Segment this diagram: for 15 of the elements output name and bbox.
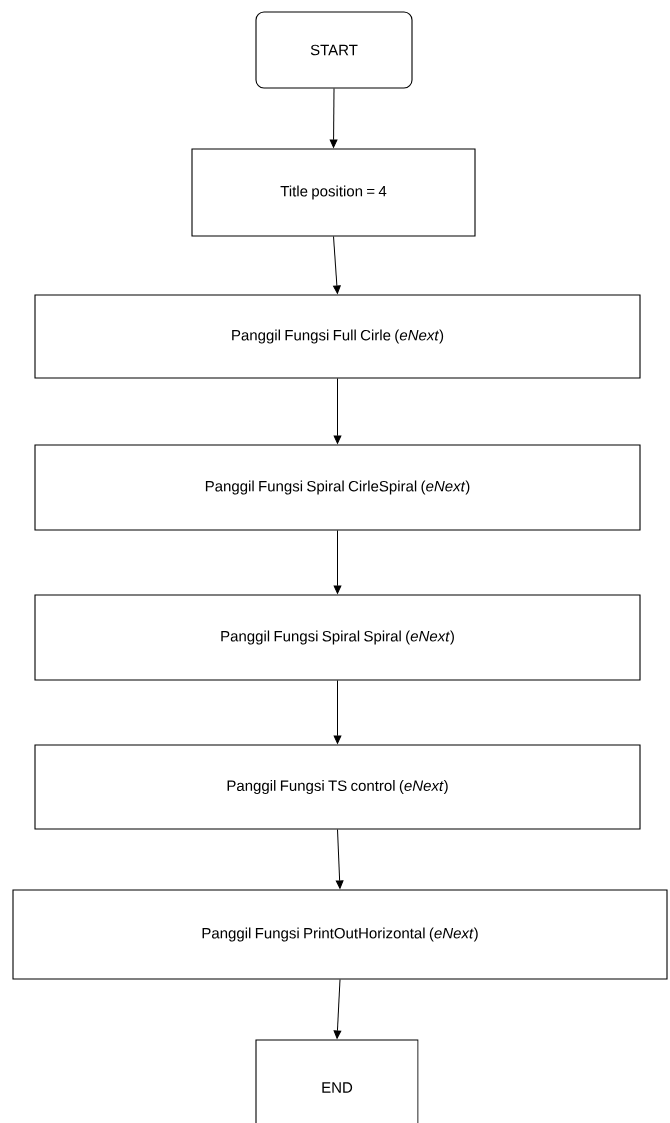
- arrow: [333, 979, 342, 1039]
- arrow: [333, 680, 342, 744]
- start-box: START: [255, 11, 413, 89]
- arrow: [335, 829, 344, 889]
- arrow: [333, 378, 342, 444]
- process-box: Panggil Fungsi PrintOutHorizontal (eNext): [12, 889, 668, 980]
- arrow: [333, 530, 342, 594]
- process-box: Panggil Fungsi Spiral Spiral (eNext): [34, 594, 641, 681]
- process-box: Panggil Fungsi TS control (eNext): [34, 744, 641, 830]
- process-box: Panggil Fungsi Full Cirle (eNext): [34, 294, 641, 379]
- arrow: [329, 88, 338, 148]
- end-box: END: [255, 1039, 419, 1123]
- arrow: [333, 236, 341, 294]
- process-box: Panggil Fungsi Spiral CirleSpiral (eNext): [34, 444, 641, 531]
- process-box: Title position = 4: [191, 148, 476, 237]
